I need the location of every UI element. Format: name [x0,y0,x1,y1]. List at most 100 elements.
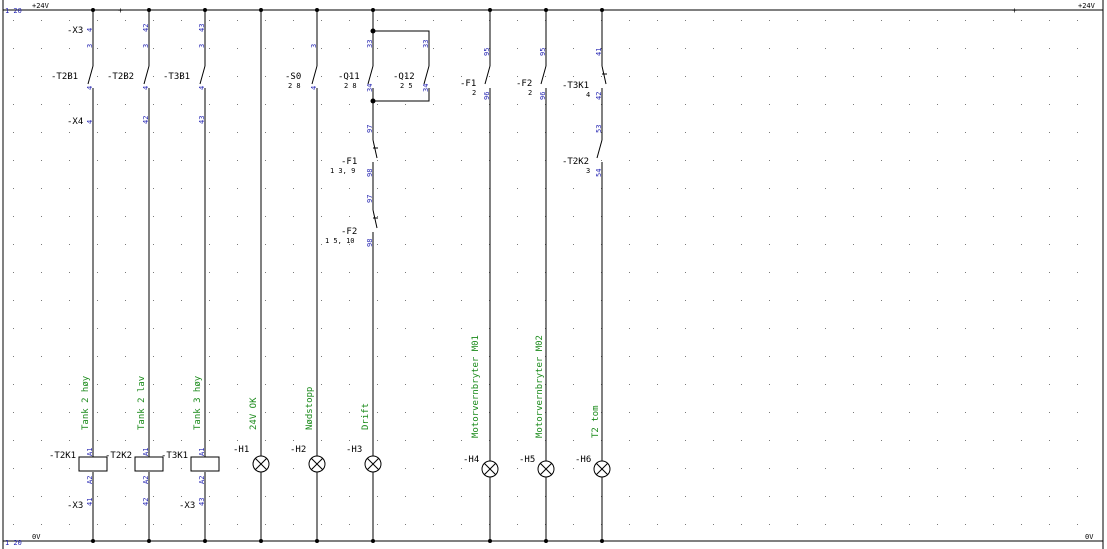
contact-tag: -T2B1 [51,72,78,82]
contact-blade [311,65,318,85]
pin-label: 41 [595,48,603,56]
pin-label: 33 [366,40,374,48]
bottom-rail-left-label: 0V [32,533,41,541]
coil-tag: -T3K1 [161,451,188,461]
pin-label: 98 [366,239,374,247]
pin-label: 42 [142,116,150,124]
terminal-tag: -X4 [67,117,83,127]
pin-label: 97 [366,195,374,203]
pin-label: 4 [310,86,318,90]
lamp-tag: -H2 [290,445,306,455]
nc-contact-blade [372,209,378,229]
pin-label: 42 [142,498,150,506]
column-3: 43 -T3B1 3 4 43 -T3K1 A1 A2 Tank 3 høy -… [161,8,220,543]
contact-tag: -T2B2 [107,72,134,82]
pin-label: 42 [142,24,150,32]
pin-label: 4 [198,86,206,90]
contact-crossref: 3 [586,167,590,175]
contact-tag: -T2K2 [562,157,589,167]
contact-blade [423,65,430,85]
pin-label: 43 [198,116,206,124]
bottom-rail-right-label: 0V [1085,533,1094,541]
pin-label: 54 [595,169,603,177]
pin-label: 43 [198,24,206,32]
contact-crossref: 2 [528,89,532,97]
pin-label: A1 [142,448,150,456]
column-9: -T3K1 4 41 42 -T2K2 3 53 54 -H6 T2 tom [562,8,611,543]
column-7: -F1 2 95 96 -H4 Motorvernbryter M01 [460,8,499,543]
pin-label: A2 [142,476,150,484]
top-rail-right-label: +24V [1078,2,1096,10]
pin-label: A1 [86,448,94,456]
pin-label: 95 [539,48,547,56]
pin-label: 98 [366,169,374,177]
contact-tag: -S0 [285,72,301,82]
circuit-description: Motorvernbryter M01 [471,335,481,438]
pin-label: 96 [483,92,491,100]
contact-crossref: 1 3, 9 [330,167,355,175]
column-4: -H1 24V OK [233,8,270,543]
contact-crossref: 2 [472,89,476,97]
contact-crossref: 1 5, 10 [325,237,355,245]
pin-label: 3 [310,44,318,48]
coil-tag: -T2K1 [49,451,76,461]
pin-label: A1 [198,448,206,456]
pin-label: 42 [595,92,603,100]
column-1: -X3 4 -T2B1 3 4 -X4 4 -T2K1 A1 A2 Tank 2… [49,8,108,543]
coil-tag: -T2K2 [105,451,132,461]
contact-blade [143,65,150,85]
contact-blade [87,65,94,85]
lamp-tag: -H5 [519,455,535,465]
top-rail-left-label: +24V [32,2,50,10]
contact-tag: -F1 [460,79,476,89]
circuit-description: Motorvernbryter M02 [535,335,545,438]
circuit-description: Tank 3 høy [193,375,203,430]
contact-tag: -F2 [516,79,532,89]
relay-coil [190,456,220,472]
rail-marker-right: + [1012,6,1017,15]
rail-marker-left: + [118,6,123,15]
contact-tag: -T3K1 [562,81,589,91]
contact-tag: -F2 [341,227,357,237]
terminal-tag: -X3 [67,501,83,511]
pin-label: 43 [198,498,206,506]
terminal-tag: -X3 [67,26,83,36]
circuit-description: 24V OK [249,397,259,430]
pin-label: 95 [483,48,491,56]
circuit-description: Tank 2 lav [137,376,147,430]
contact-crossref: 2 8 [344,82,357,90]
pin-label: 41 [86,498,94,506]
pin-label: 53 [595,125,603,133]
terminal-tag: -X3 [179,501,195,511]
contact-blade [199,65,206,85]
pin-label: 4 [86,28,94,32]
pin-label: 97 [366,125,374,133]
contact-tag: -F1 [341,157,357,167]
circuit-description: Drift [361,403,371,430]
circuit-description: Tank 2 høy [81,375,91,430]
contact-tag: -Q12 [393,72,415,82]
circuit-description: T2 tom [591,405,601,438]
lamp-tag: -H3 [346,445,362,455]
top-rail-page-ref: 1 20 [5,7,22,15]
lamp-tag: -H4 [463,455,479,465]
contact-crossref: 4 [586,91,590,99]
pin-label: A2 [86,476,94,484]
lamp-tag: -H1 [233,445,249,455]
pin-label: 3 [86,44,94,48]
contact-blade [540,65,547,85]
pin-label: 4 [142,86,150,90]
lamp-tag: -H6 [575,455,591,465]
pin-label: 4 [86,120,94,124]
contact-blade [484,65,491,85]
pin-label: 3 [142,44,150,48]
pin-label: 34 [366,84,374,92]
contact-blade [596,139,603,159]
pin-label: 4 [86,86,94,90]
relay-coil [78,456,108,472]
pin-label: 3 [198,44,206,48]
column-6: -Q11 2 8 33 34 -Q12 2 5 33 34 -F1 1 3, 9… [325,8,430,543]
bottom-rail-page-ref: 1 20 [5,539,22,547]
contact-tag: -Q11 [338,72,360,82]
